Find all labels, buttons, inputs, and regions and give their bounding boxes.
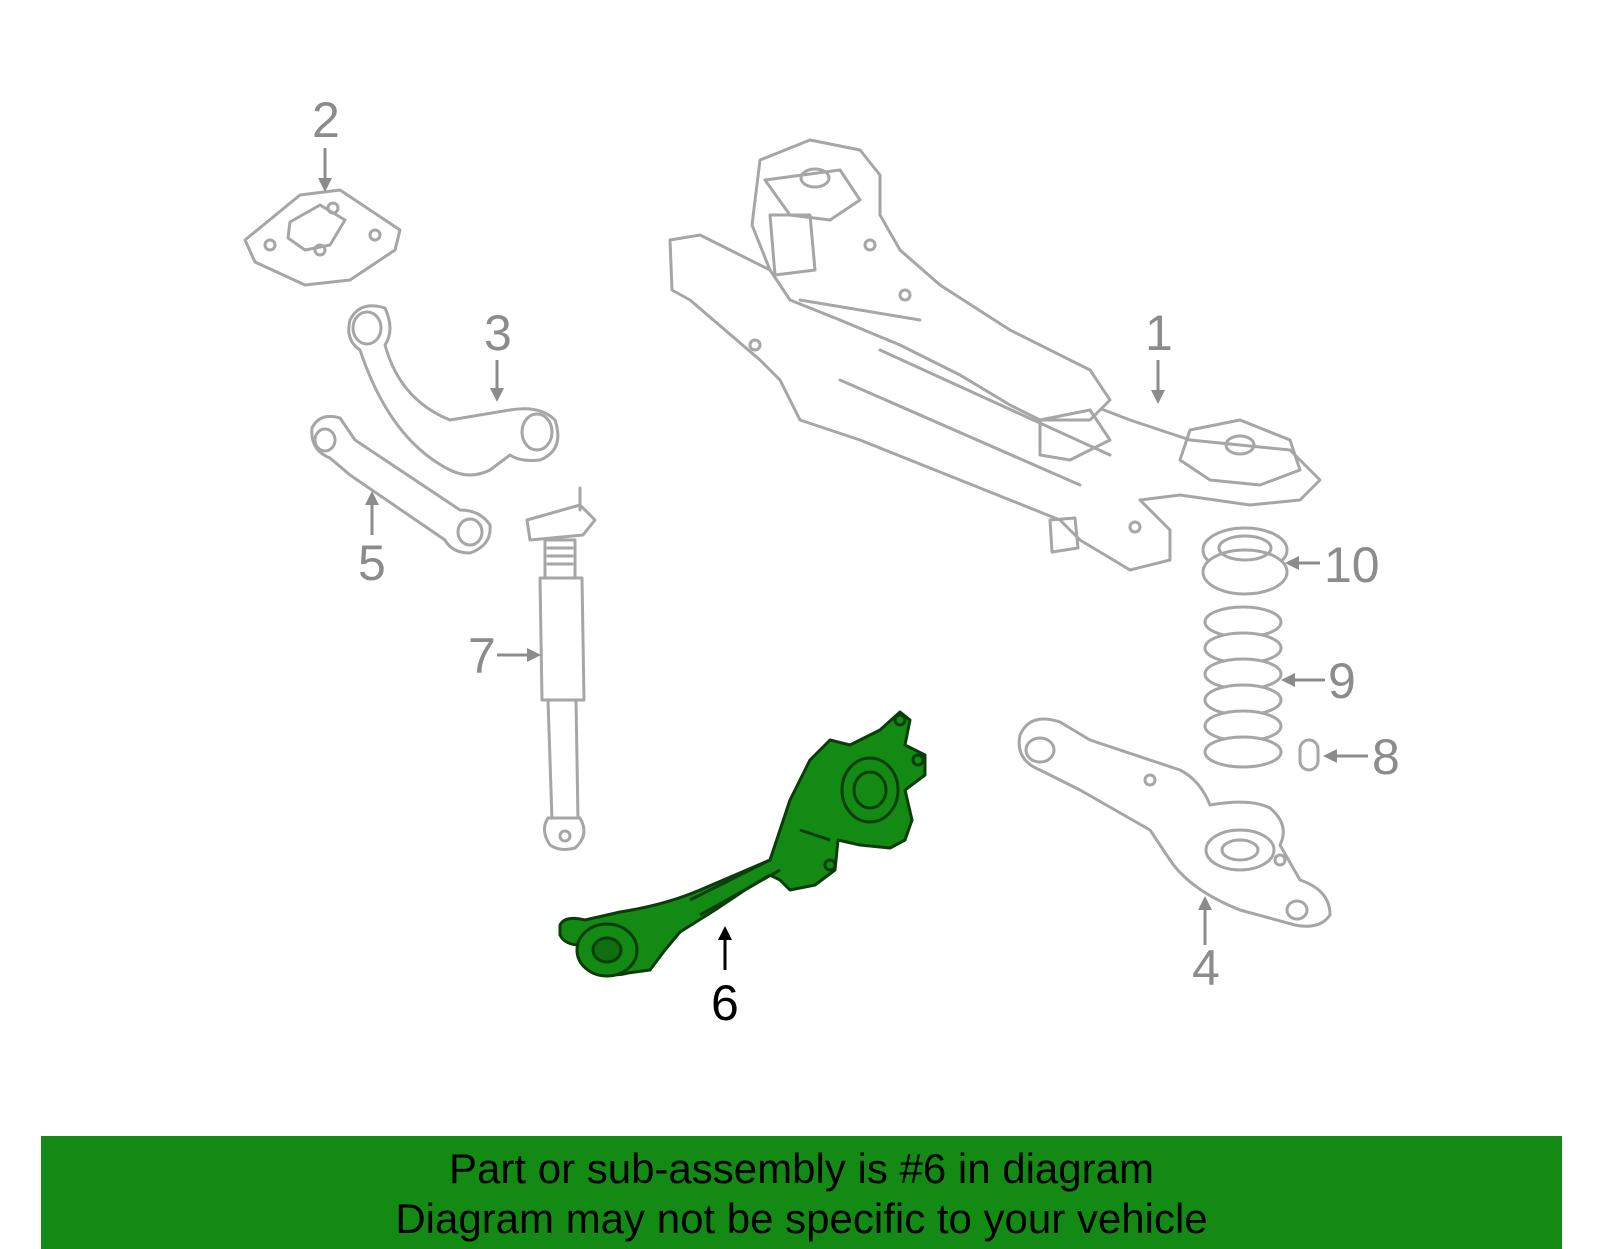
callout-4: 4 [1192, 940, 1220, 996]
callout-9: 9 [1328, 653, 1356, 709]
callout-10: 10 [1324, 537, 1380, 593]
callout-5: 5 [358, 535, 386, 591]
part-1-crossmember[interactable] [668, 138, 1322, 572]
callout-8: 8 [1372, 729, 1400, 785]
part-2-bracket[interactable] [243, 188, 402, 287]
callout-3: 3 [484, 305, 512, 361]
callout-1: 1 [1145, 305, 1173, 361]
part-5-lateral-link[interactable] [310, 414, 492, 555]
leader-arrows [318, 148, 1368, 970]
banner-line-1: Part or sub-assembly is #6 in diagram [449, 1145, 1154, 1192]
part-10-spring-seat[interactable] [1201, 526, 1289, 596]
part-8-bump-stop[interactable] [1298, 738, 1320, 772]
part-9-coil-spring[interactable] [1203, 605, 1283, 769]
part-4-lower-arm[interactable] [1017, 717, 1332, 928]
part-6-trailing-arm[interactable] [558, 710, 927, 978]
callout-7: 7 [468, 628, 496, 684]
banner-line-2: Diagram may not be specific to your vehi… [395, 1195, 1208, 1242]
callout-6: 6 [711, 975, 739, 1031]
callout-2: 2 [312, 92, 340, 148]
info-banner: Part or sub-assembly is #6 in diagram Di… [41, 1136, 1562, 1249]
part-7-shock-absorber[interactable] [525, 486, 597, 851]
part-3-upper-arm[interactable] [347, 304, 560, 477]
parts-diagram: 1 2 3 4 5 6 7 8 9 10 [243, 92, 1400, 1031]
